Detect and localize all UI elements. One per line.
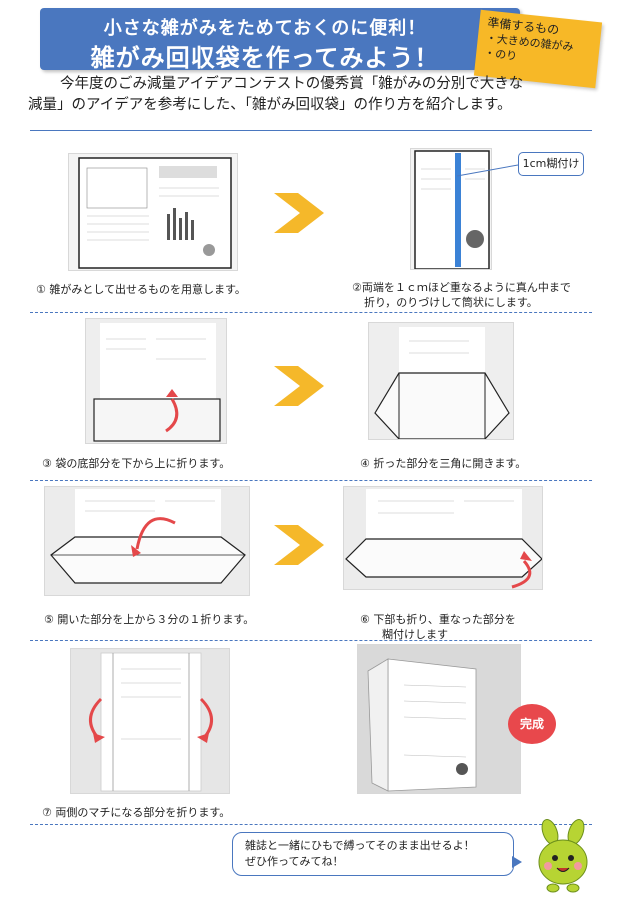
step3-photo [85, 318, 227, 444]
step4-photo [368, 322, 514, 440]
divider [30, 824, 592, 825]
bubble-line: ぜひ作ってみてね！ [245, 855, 344, 868]
header-subtitle: 小さな雑がみをためておくのに便利！ [103, 18, 427, 39]
divider [30, 130, 592, 131]
bubble-line: 雑誌と一緒にひもで縛ってそのまま出せるよ！ [245, 839, 475, 852]
mascot-icon [538, 819, 588, 893]
divider [30, 312, 592, 313]
done-badge: 完成 [508, 704, 556, 744]
arrow-right-icon [274, 193, 324, 233]
step6-caption: ⑥ 下部も折り、重なった部分を糊付けします [360, 613, 516, 641]
intro-line: 減量」のアイデアを参考にした、「雑がみ回収袋」の作り方を紹介します。 [28, 97, 512, 113]
step3-caption: ③ 袋の底部分を下から上に折ります。 [42, 457, 231, 470]
step7-photo [70, 648, 230, 794]
step2-caption: ②両端を１ｃｍほど重なるように真ん中まで折り，のりづけして筒状にします。 [352, 281, 571, 309]
step4-caption: ④ 折った部分を三角に開きます。 [360, 457, 527, 470]
divider [30, 640, 592, 641]
intro-text: 今年度のごみ減量アイデアコンテストの優秀賞「雑がみの分別で大きな 減量」のアイデ… [28, 74, 598, 116]
step1-caption: ① 雑がみとして出せるものを用意します。 [36, 283, 246, 296]
step6-photo [343, 486, 543, 590]
bubble-tail [512, 856, 522, 868]
step5-photo [44, 486, 250, 596]
step1-photo [68, 153, 238, 271]
intro-line: 今年度のごみ減量アイデアコンテストの優秀賞「雑がみの分別で大きな [60, 76, 524, 92]
arrow-right-icon [274, 366, 324, 406]
arrow-right-icon [274, 525, 324, 565]
divider [30, 480, 592, 481]
glue-callout: 1cm糊付け [518, 152, 584, 176]
callout-leader [456, 164, 519, 177]
speech-bubble: 雑誌と一緒にひもで縛ってそのまま出せるよ！ ぜひ作ってみてね！ [232, 832, 514, 876]
step8-photo [357, 644, 521, 794]
step7-caption: ⑦ 両側のマチになる部分を折ります。 [42, 806, 231, 819]
step5-caption: ⑤ 開いた部分を上から３分の１折ります。 [44, 613, 255, 626]
step2-photo [410, 148, 492, 270]
header-title: 雑がみ回収袋を作ってみよう！ [90, 44, 440, 72]
header-banner: 小さな雑がみをためておくのに便利！ 雑がみ回収袋を作ってみよう！ [40, 8, 520, 72]
